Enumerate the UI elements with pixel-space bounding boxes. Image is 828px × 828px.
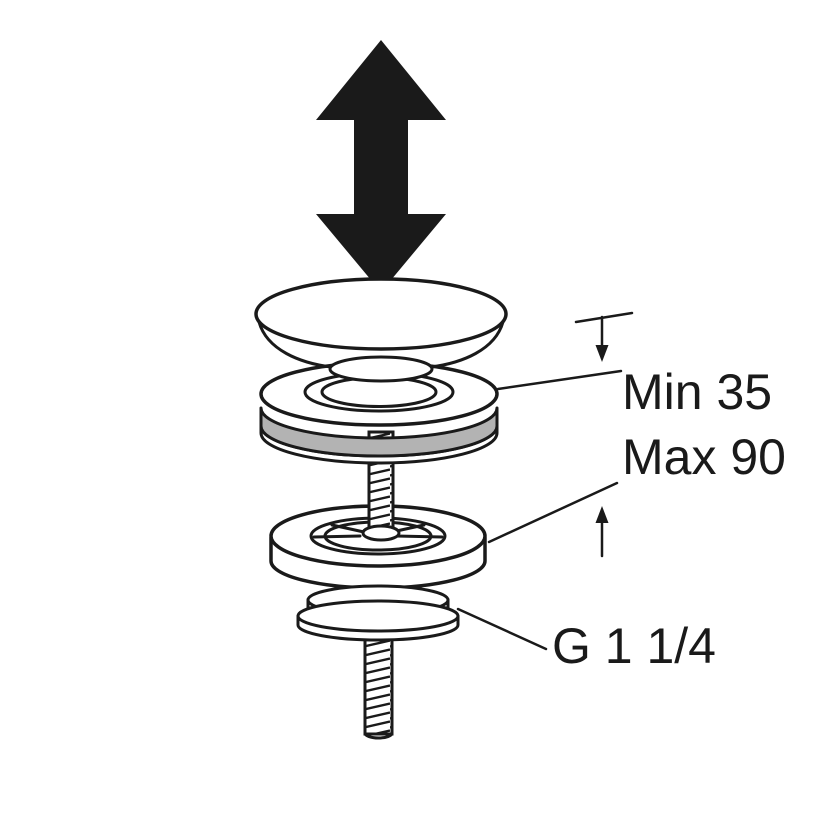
arrowhead-down-icon — [595, 345, 609, 362]
dimension-annotations: Min 35 Max 90 G 1 1/4 — [456, 311, 786, 674]
pop-up-cap — [254, 277, 508, 383]
leader-line-thread — [456, 607, 548, 651]
rod-hub — [361, 524, 401, 542]
gasket-ring — [259, 406, 499, 458]
locknut-spokes — [312, 523, 444, 539]
min-dimension-label: Min 35 — [622, 364, 772, 420]
washer-stack — [296, 584, 460, 642]
leader-line-max — [487, 481, 619, 544]
up-down-arrow-shape — [316, 40, 446, 292]
tailpiece-end — [363, 731, 394, 740]
thread-size-label: G 1 1/4 — [552, 618, 716, 674]
arrowhead-up-icon — [595, 506, 609, 523]
washer-lower-face — [296, 599, 460, 633]
cap-top — [254, 277, 508, 351]
cap-stem-foot — [328, 355, 434, 383]
up-down-arrow-icon — [316, 40, 446, 292]
surface-tick — [574, 311, 634, 324]
cap-skirt — [257, 320, 505, 369]
max-dimension-label: Max 90 — [622, 429, 786, 485]
leader-line-min — [496, 369, 623, 391]
